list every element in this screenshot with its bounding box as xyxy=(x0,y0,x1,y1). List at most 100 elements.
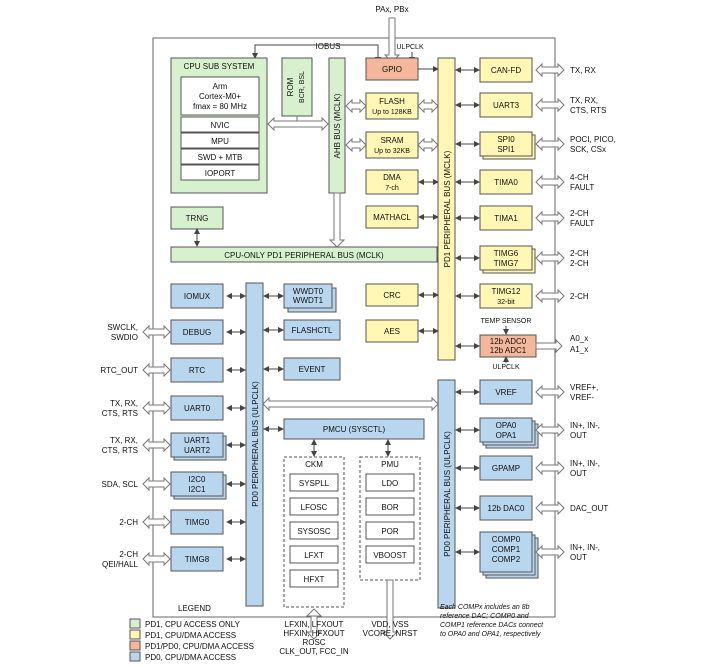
pd1-periph-pin: SCK, CSx xyxy=(570,145,606,154)
pd0l-periph-pin: 2-CH xyxy=(119,518,138,527)
cpu-item-label: NVIC xyxy=(210,121,229,130)
pd0l-periph-block xyxy=(170,319,224,345)
pd0l-periph-label: TIMG0 xyxy=(185,518,210,527)
trng-label: TRNG xyxy=(186,214,209,223)
pd0r-periph-pin: OUT xyxy=(570,431,587,440)
note-line: Each COMPx includes an 8b xyxy=(440,604,530,611)
pd0l-periph-block xyxy=(170,432,224,458)
pd0r-periph-block xyxy=(479,531,533,573)
iobus-line xyxy=(252,44,381,63)
pd1-periph-pin: CTS, RTS xyxy=(570,106,606,115)
cpu-item-box xyxy=(180,132,260,149)
pd0l-periph-label: DEBUG xyxy=(183,328,211,337)
pd1-periph-pin: FAULT xyxy=(570,219,594,228)
note-line: reference DAC; COMP0 and xyxy=(440,613,530,620)
pd1-periph-pin: 2-CH xyxy=(570,292,589,301)
ahb-bus-label: AHB BUS (MCLK) xyxy=(333,93,342,158)
pmu-item-box xyxy=(365,545,415,564)
pd1-periph-label2: SPI1 xyxy=(497,145,515,154)
pd1-periph-label: SPI0 xyxy=(497,135,515,144)
pmu-item-box xyxy=(365,521,415,540)
pd1-periph-label2: TIMG7 xyxy=(494,259,519,268)
pd1-periph-label: TIMG12 xyxy=(492,287,521,296)
cpu-core-line2: Cortex-M0+ xyxy=(199,92,241,101)
ulpclk-top-label: ULPCLK xyxy=(396,44,424,51)
pd0r-periph-pin-arrow xyxy=(535,460,565,476)
pd0r-periph-pin: OUT xyxy=(570,553,587,562)
pd1-periph-block xyxy=(479,169,533,195)
flash-l1: FLASH xyxy=(379,97,405,106)
pd1-periph-pin-arrow xyxy=(535,62,565,78)
legend-swatch xyxy=(129,618,141,629)
ckm-item-label: LFXT xyxy=(304,551,324,560)
wwdt-l2: WWDT1 xyxy=(293,296,324,305)
flashctl-block xyxy=(283,319,341,341)
pd1-periph-label: CAN-FD xyxy=(491,66,521,75)
pd0r-periph-pin-arrow xyxy=(535,384,565,400)
note-line: COMP1 reference DACs connect xyxy=(440,622,544,629)
pd0r-periph-label: OPA1 xyxy=(496,431,517,440)
ahb-to-cpu-only-bus xyxy=(328,192,346,248)
pd1-periph-pin-arrow xyxy=(535,136,565,152)
pd0l-periph-pin: RTC_OUT xyxy=(100,366,138,375)
pd1-periph-block xyxy=(479,131,533,157)
pd0l-periph-pin: SWDIO xyxy=(111,333,138,342)
ckm-item-label: SYSOSC xyxy=(297,527,331,536)
note-line: to OPA0 and OPA1, respectively xyxy=(440,631,541,638)
ckm-item-box xyxy=(289,521,339,540)
pd0r-periph-label: COMP1 xyxy=(492,545,521,554)
pd0l-periph-block xyxy=(170,357,224,383)
ckm-pins-arrow xyxy=(305,608,323,640)
pd0r-periph-block xyxy=(479,379,533,405)
pmu-item-label: POR xyxy=(381,527,399,536)
device-outline xyxy=(152,37,556,618)
dma-l1: DMA xyxy=(383,173,401,182)
pmu-pins-arrow xyxy=(381,579,399,640)
adc-pin1: A0_x xyxy=(570,334,588,343)
pd0r-periph-block xyxy=(479,455,533,481)
legend-label: PD1/PD0, CPU/DMA ACCESS xyxy=(145,642,254,651)
cpu-item-box xyxy=(180,116,260,133)
pd0-right-bus-label: PD0 PERIPHERAL BUS (ULPCLK) xyxy=(443,431,452,557)
wwdt-l1: WWDT0 xyxy=(293,287,324,296)
pd0r-periph-label: GPAMP xyxy=(492,464,520,473)
cpu-item-label: SWD + MTB xyxy=(198,153,243,162)
top-pins-arrow xyxy=(383,17,401,63)
gpio-label: GPIO xyxy=(382,65,402,74)
adc-pin2: A1_x xyxy=(570,345,588,354)
rom-block xyxy=(281,57,313,117)
pd0r-periph-label: COMP2 xyxy=(492,555,521,564)
pd0r-periph-label: VREF xyxy=(495,388,516,397)
ckm-item-box xyxy=(289,545,339,564)
dma-block xyxy=(365,169,419,195)
pd0r-periph-label: 12b DAC0 xyxy=(488,504,525,513)
pd1-periph-pin: FAULT xyxy=(570,183,594,192)
pd0l-periph-label: IOMUX xyxy=(184,292,211,301)
sram-l1: SRAM xyxy=(380,136,403,145)
pd1-periph-pin: TX, RX xyxy=(570,66,596,75)
pmu-pin: VCORE, NRST xyxy=(363,629,418,638)
crc-label: CRC xyxy=(383,291,401,300)
top-pins-label: PAx, PBx xyxy=(375,5,408,14)
pd0l-periph-label2: I2C1 xyxy=(189,485,206,494)
pmu-item-box xyxy=(365,473,415,492)
pd0r-periph-pin-arrow xyxy=(535,500,565,516)
pd0l-periph-pin: SDA, SCL xyxy=(102,480,139,489)
pd0l-periph-pin-arrow xyxy=(142,324,171,340)
cpu-item-box xyxy=(180,164,260,181)
pd1-periph-block xyxy=(479,245,533,271)
pd1-periph-pin: POCI, PICO, xyxy=(570,135,616,144)
pd0l-periph-label: RTC xyxy=(189,366,206,375)
adc-l1: 12b ADC0 xyxy=(490,337,527,346)
pd1-periph-pin: 2-CH xyxy=(570,209,589,218)
pd0-left-peripherals: IOMUXDEBUGSWCLK,SWDIORTCRTC_OUTUART0TX, … xyxy=(100,283,246,572)
dma-l2: 7-ch xyxy=(385,185,399,192)
pd0l-periph-pin-arrow xyxy=(142,476,171,492)
pd0r-periph-pin-arrow xyxy=(535,544,565,560)
pd0l-periph-pin: CTS, RTS xyxy=(102,409,138,418)
pd1-periph-label: TIMG6 xyxy=(494,249,519,258)
